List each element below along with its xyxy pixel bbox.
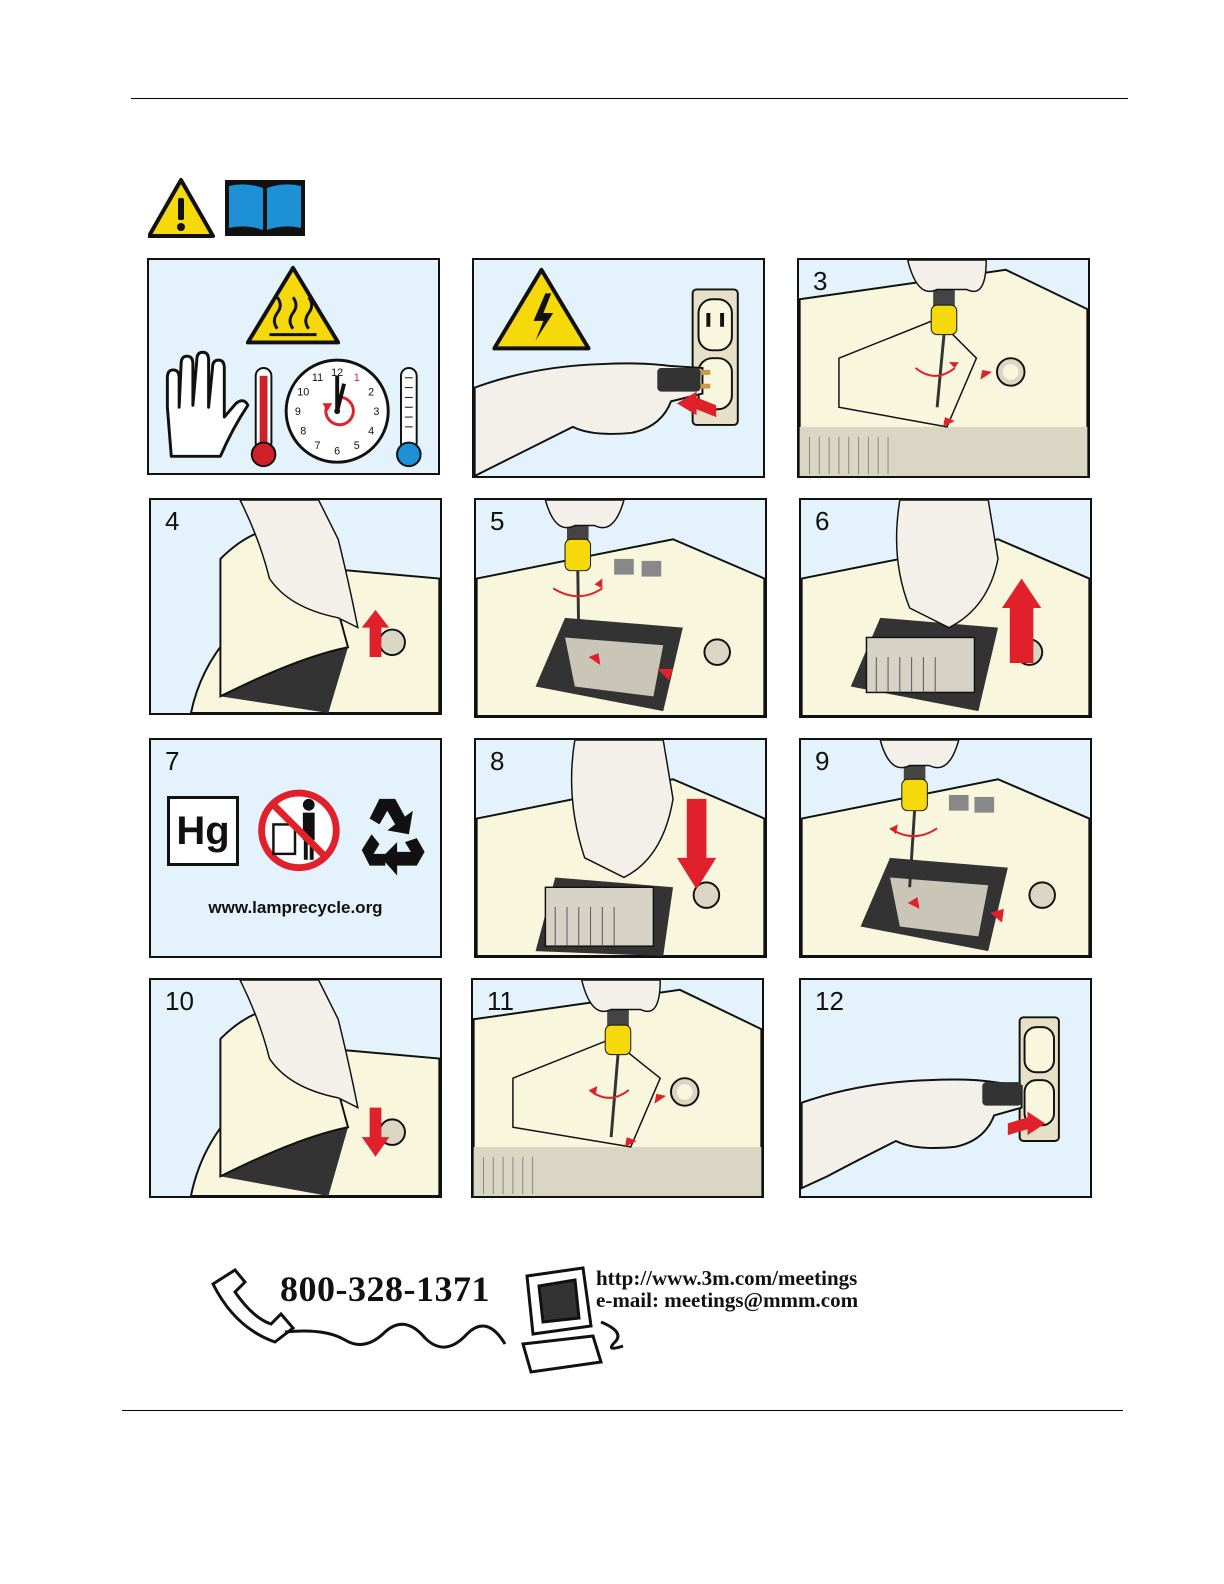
- step-panel-9: 9: [799, 738, 1092, 958]
- step-number: 12: [815, 988, 844, 1014]
- electric-hazard-icon: [494, 270, 588, 349]
- clock-numeral: 1: [354, 372, 360, 384]
- step-number: 8: [490, 748, 504, 774]
- step-panel-5: 5: [474, 498, 767, 718]
- step-panel-2: [472, 258, 765, 478]
- step-number: 4: [165, 508, 179, 534]
- no-trash-icon: [262, 793, 337, 868]
- contact-info: 800-328-1371 http://www.3m.com/meetings …: [205, 1262, 925, 1382]
- recycle-url: www.lamprecycle.org: [151, 898, 440, 918]
- step-panel-8: 8: [474, 738, 767, 958]
- clock-numeral: 7: [315, 440, 321, 452]
- header-icons: [148, 178, 308, 238]
- hand-holding-plug: [475, 363, 711, 476]
- clock-numeral: 4: [368, 426, 374, 438]
- clock-numeral: 11: [312, 372, 323, 384]
- step-panel-7: 7 Hg www.lamprecycle.org: [149, 738, 442, 958]
- stop-hand-icon: [167, 352, 247, 456]
- step-number: 3: [813, 268, 827, 294]
- step-number: 6: [815, 508, 829, 534]
- hot-thermometer-icon: [252, 368, 276, 466]
- step-number: 11: [487, 988, 514, 1014]
- clock-numeral: 6: [334, 445, 340, 457]
- manual-book-icon: [225, 180, 305, 236]
- step-panel-11: 11: [471, 978, 764, 1198]
- clock-numeral: 12: [331, 367, 343, 379]
- clock-numeral: 5: [354, 440, 360, 452]
- warning-triangle-icon: [149, 180, 213, 236]
- recycle-icon: [362, 799, 425, 876]
- clock-numeral: 2: [368, 386, 374, 398]
- hot-surface-icon: [248, 268, 338, 343]
- step-number: 5: [490, 508, 504, 534]
- clock-numeral: 10: [297, 386, 309, 398]
- header-rule: [131, 98, 1128, 99]
- step-panel-12: 12: [799, 978, 1092, 1198]
- clock-numeral: 3: [373, 406, 379, 418]
- clock-numeral: 8: [300, 426, 306, 438]
- phone-number: 800-328-1371: [280, 1268, 490, 1310]
- step-number: 9: [815, 748, 829, 774]
- clock-numeral: 9: [295, 406, 301, 418]
- cold-thermometer-icon: [397, 368, 421, 466]
- step-number: 10: [165, 988, 194, 1014]
- step-panel-3: 3: [797, 258, 1090, 478]
- step-panel-10: 10: [149, 978, 442, 1198]
- step-panel-6: 6: [799, 498, 1092, 718]
- step-panel-4: 4: [149, 498, 442, 715]
- email-link[interactable]: e-mail: meetings@mmm.com: [596, 1288, 858, 1313]
- footer-rule: [122, 1410, 1123, 1411]
